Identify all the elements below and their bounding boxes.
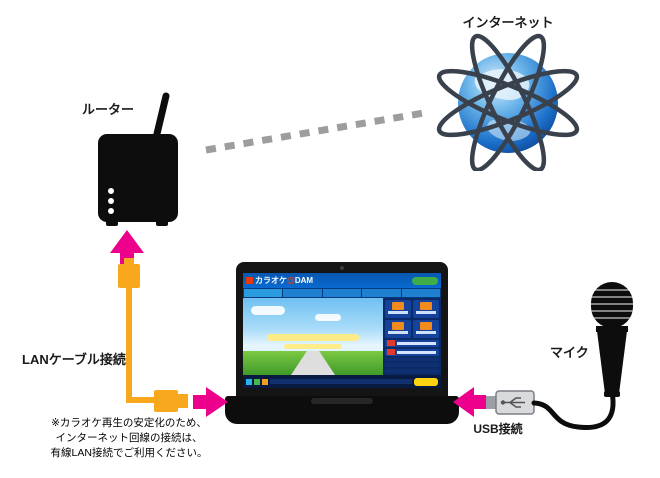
globe-orbit-rings xyxy=(436,33,580,171)
mic-butt xyxy=(604,391,620,397)
logo-text-suffix: DAM xyxy=(294,275,314,285)
menu-segment xyxy=(322,289,362,297)
menu-segment xyxy=(401,289,441,297)
karaoke-sidebar-menu xyxy=(383,298,441,375)
lan-cable xyxy=(118,258,188,412)
router-foot xyxy=(156,220,168,226)
lan-cable-vertical xyxy=(126,286,132,400)
tile-icon xyxy=(420,302,432,310)
footnote-line-1: ※カラオケ再生の安定化のため、 xyxy=(51,417,207,429)
statusbar-yellow-button xyxy=(414,377,438,386)
wide-button-label-bar xyxy=(397,350,436,354)
mic-neck xyxy=(596,326,628,332)
laptop-icon: カラオケ@DAM xyxy=(225,262,459,425)
screen-slogan-text-bar xyxy=(284,344,342,349)
lan-plug-top xyxy=(118,264,140,288)
lan-plug-bottom xyxy=(154,390,178,412)
usb-body xyxy=(495,390,535,415)
karaoke-app-screen: カラオケ@DAM xyxy=(243,273,441,388)
sidebar-list-row xyxy=(385,369,439,373)
sidebar-tile-button xyxy=(413,300,439,318)
router-label: ルーター xyxy=(82,102,135,117)
internet-globe-icon xyxy=(436,33,580,171)
karaoke-dam-logo: カラオケ@DAM xyxy=(255,275,314,285)
sidebar-list-row xyxy=(385,363,439,368)
usb-connector-icon xyxy=(486,390,535,415)
cloud-shape xyxy=(251,306,285,315)
router-foot xyxy=(106,220,118,226)
cloud-shape xyxy=(315,314,341,321)
usb-trident-symbol xyxy=(503,397,525,408)
lan-plug-top-tab xyxy=(124,258,134,266)
sidebar-wide-button xyxy=(385,348,439,356)
arrow-right-to-laptop xyxy=(193,387,228,417)
tile-label-bar xyxy=(387,311,409,314)
router-antenna xyxy=(152,92,170,142)
mic-label: マイク xyxy=(550,345,589,360)
header-green-button xyxy=(412,276,438,285)
karaoke-app-statusbar xyxy=(243,375,441,388)
sidebar-tile-button xyxy=(413,320,439,338)
logo-text-prefix: カラオケ xyxy=(255,275,287,285)
menu-segment xyxy=(244,289,283,297)
webcam-dot xyxy=(340,266,344,270)
sidebar-tile-button xyxy=(385,320,411,338)
logo-text-at: @ xyxy=(287,275,295,285)
sidebar-tile-button xyxy=(385,300,411,318)
lan-cable-label: LANケーブル接続 xyxy=(22,352,126,367)
sidebar-list-row xyxy=(385,357,439,362)
menu-segment xyxy=(362,289,401,297)
wide-button-icon xyxy=(387,349,395,356)
sidebar-wide-button xyxy=(385,340,439,347)
menu-segment xyxy=(283,289,322,297)
tile-label-bar xyxy=(387,331,409,334)
statusbar-chip xyxy=(254,378,260,385)
arrow-up-to-router xyxy=(110,230,144,265)
lan-plug-bottom-tab xyxy=(177,394,188,408)
router-icon xyxy=(98,92,178,226)
internet-label: インターネット xyxy=(462,15,554,30)
statusbar-chip xyxy=(262,378,268,385)
tile-icon xyxy=(392,322,404,330)
wide-button-label-bar xyxy=(397,341,436,345)
microphone-icon xyxy=(591,282,633,397)
footnote: ※カラオケ再生の安定化のため、 インターネット回線の接続は、 有線LAN接続でご… xyxy=(33,416,225,461)
tile-icon xyxy=(392,302,404,310)
router-body xyxy=(98,134,178,222)
statusbar-info-bar xyxy=(270,379,412,384)
mic-handle xyxy=(597,331,627,394)
statusbar-chip xyxy=(246,378,252,385)
laptop-base xyxy=(225,396,459,424)
karaoke-app-menubar xyxy=(243,288,441,298)
screen-slogan-text-bar xyxy=(267,334,359,341)
router-internet-dotted-line xyxy=(205,109,425,154)
usb-metal-plug xyxy=(486,396,497,409)
router-leds xyxy=(108,188,114,214)
tile-label-bar xyxy=(415,311,437,314)
dam-logo-mark xyxy=(246,277,253,284)
tile-label-bar xyxy=(415,331,437,334)
usb-label: USB接続 xyxy=(473,422,523,436)
mic-head xyxy=(591,282,633,328)
laptop-screen-bezel: カラオケ@DAM xyxy=(236,262,448,396)
karaoke-background-scene xyxy=(243,298,383,375)
lan-cable-horizontal xyxy=(126,397,158,403)
footnote-line-3: 有線LAN接続でご利用ください。 xyxy=(50,447,208,459)
footnote-line-2: インターネット回線の接続は、 xyxy=(55,432,203,444)
tile-icon xyxy=(420,322,432,330)
usb-symbol-dot xyxy=(500,400,506,405)
karaoke-app-header: カラオケ@DAM xyxy=(243,273,441,288)
wide-button-icon xyxy=(387,340,395,347)
laptop-hinge-notch xyxy=(311,398,373,404)
karaoke-app-main xyxy=(243,298,441,375)
